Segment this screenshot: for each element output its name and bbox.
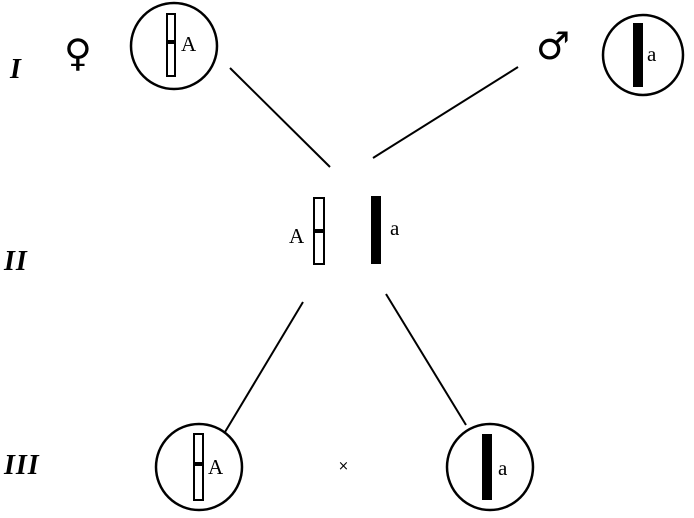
gamete-cell-dominant: A <box>154 422 244 512</box>
allele-label: a <box>390 216 400 240</box>
connector-line <box>224 301 304 433</box>
allele-label: A <box>181 32 197 56</box>
cell-outline <box>154 422 244 512</box>
cell-outline <box>129 1 219 91</box>
allele-marker <box>194 462 203 466</box>
generation-label-ii: II <box>4 246 28 277</box>
allele-label: A <box>289 224 305 248</box>
cell-outline <box>601 13 685 97</box>
parent-female-cell: A <box>129 1 219 91</box>
connector-line <box>372 66 519 159</box>
chromosome-open <box>166 13 176 77</box>
connector-line <box>229 67 331 168</box>
connector-line <box>385 293 467 426</box>
chromosome-solid <box>482 434 492 500</box>
male-symbol-icon: ♂ <box>536 24 571 68</box>
generation-label-iii: III <box>4 450 40 481</box>
allele-label: a <box>647 42 657 66</box>
allele-marker <box>167 40 175 44</box>
allele-marker <box>314 229 324 233</box>
generation-label-i: I <box>10 54 22 85</box>
chromosome-open <box>193 433 204 501</box>
chromosome-solid <box>633 23 643 87</box>
gamete-cell-recessive: a <box>445 422 535 512</box>
cross-marker: × <box>338 459 349 474</box>
allele-label: A <box>208 455 224 479</box>
cell-outline <box>445 422 535 512</box>
parent-male-cell: a <box>601 13 685 97</box>
chromosome-solid <box>371 196 381 264</box>
allele-label: a <box>498 456 508 480</box>
offspring-chromosome-pair: A a <box>289 196 400 265</box>
female-symbol-icon: ♀ <box>64 31 92 75</box>
